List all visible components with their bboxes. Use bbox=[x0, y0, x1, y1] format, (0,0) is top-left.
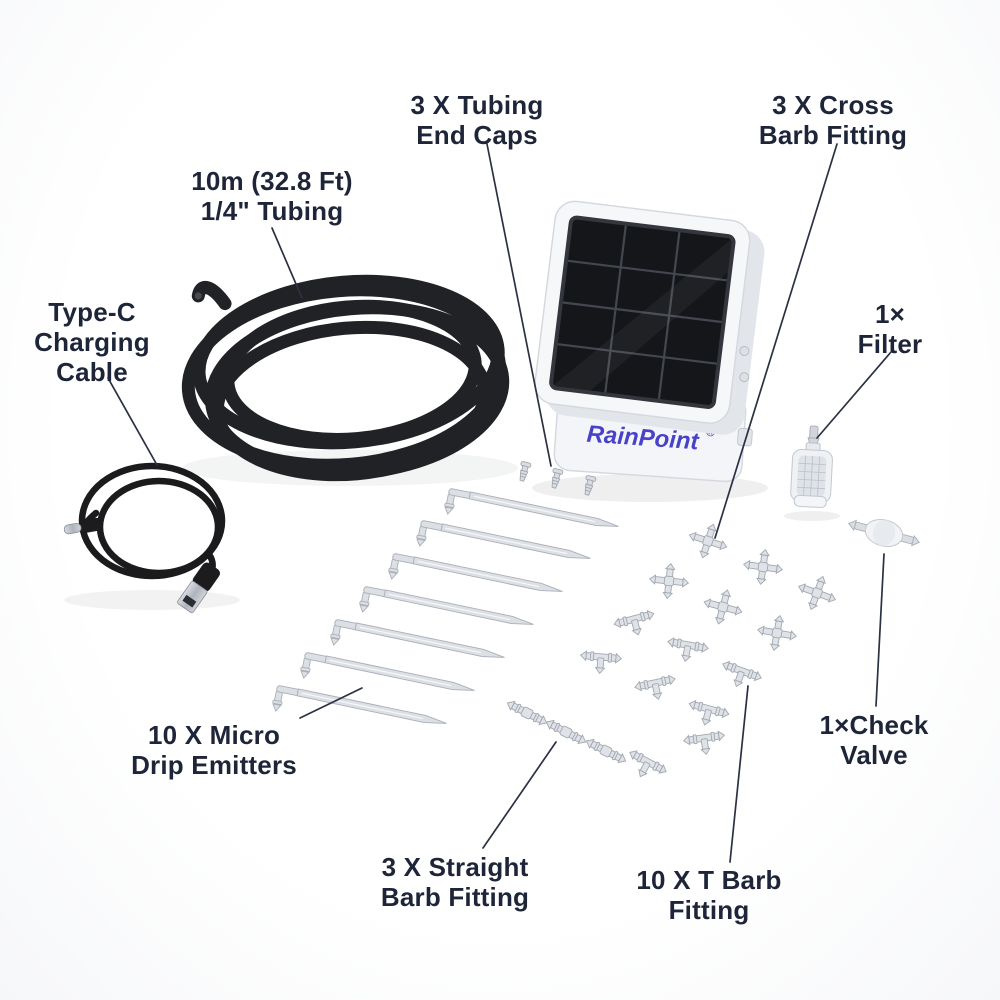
leader-line-filter bbox=[816, 351, 892, 439]
label-straight-fitting: 3 X Straight Barb Fitting bbox=[335, 852, 575, 912]
check-valve bbox=[848, 519, 920, 547]
label-t-fitting-line2: Fitting bbox=[668, 895, 750, 925]
leader-line-cable bbox=[107, 377, 158, 466]
label-end-caps-line1: 3 X Tubing bbox=[410, 90, 544, 120]
label-cross-fitting-line1: 3 X Cross bbox=[772, 90, 894, 120]
cross-fittings bbox=[647, 517, 842, 655]
device-button bbox=[739, 372, 750, 383]
leader-line-drip bbox=[299, 687, 363, 719]
label-filter: 1× Filter bbox=[840, 299, 940, 359]
label-straight-fitting-line2: Barb Fitting bbox=[380, 882, 530, 912]
label-check-valve-line2: Valve bbox=[840, 740, 908, 770]
label-filter-line1: 1× bbox=[874, 299, 906, 329]
leader-line-straight bbox=[482, 741, 557, 849]
leader-line-endcaps bbox=[486, 143, 552, 467]
filter bbox=[790, 425, 833, 509]
label-charging-cable-line1: Type-C bbox=[48, 297, 136, 327]
label-drip-emitters: 10 X Micro Drip Emitters bbox=[94, 720, 334, 780]
label-straight-fitting-line1: 3 X Straight bbox=[381, 852, 529, 882]
leader-lines bbox=[107, 143, 892, 863]
label-end-caps-line2: End Caps bbox=[416, 120, 538, 150]
label-t-fitting-line1: 10 X T Barb bbox=[636, 865, 782, 895]
t-fittings bbox=[578, 608, 764, 787]
drip-emitters bbox=[270, 486, 621, 745]
label-tubing-line1: 10m (32.8 Ft) bbox=[191, 166, 353, 196]
label-drip-emitters-line1: 10 X Micro bbox=[147, 720, 281, 750]
leader-line-check bbox=[875, 553, 885, 707]
label-tubing: 10m (32.8 Ft) 1/4" Tubing bbox=[152, 166, 392, 226]
label-check-valve-line1: 1×Check bbox=[819, 710, 929, 740]
solar-panel bbox=[534, 200, 765, 435]
leader-line-tubing bbox=[271, 227, 303, 299]
label-charging-cable-line3: Cable bbox=[56, 357, 128, 387]
label-tubing-line2: 1/4" Tubing bbox=[200, 196, 344, 226]
label-charging-cable-line2: Charging bbox=[34, 327, 150, 357]
straight-fittings bbox=[504, 698, 629, 766]
label-check-valve: 1×Check Valve bbox=[794, 710, 954, 770]
tubing-coil bbox=[181, 274, 510, 482]
device-button bbox=[739, 345, 750, 356]
leader-line-tee bbox=[729, 685, 749, 863]
label-filter-line2: Filter bbox=[857, 329, 923, 359]
label-cross-fitting: 3 X Cross Barb Fitting bbox=[723, 90, 943, 150]
label-t-fitting: 10 X T Barb Fitting bbox=[599, 865, 819, 925]
label-drip-emitters-line2: Drip Emitters bbox=[131, 750, 297, 780]
charging-cable bbox=[63, 462, 226, 614]
usb-c-connector bbox=[63, 517, 103, 535]
label-charging-cable: Type-C Charging Cable bbox=[12, 297, 172, 387]
leader-line-cross bbox=[714, 143, 838, 539]
label-end-caps: 3 X Tubing End Caps bbox=[377, 90, 577, 150]
label-cross-fitting-line2: Barb Fitting bbox=[758, 120, 908, 150]
usb-a-connector bbox=[177, 562, 220, 614]
